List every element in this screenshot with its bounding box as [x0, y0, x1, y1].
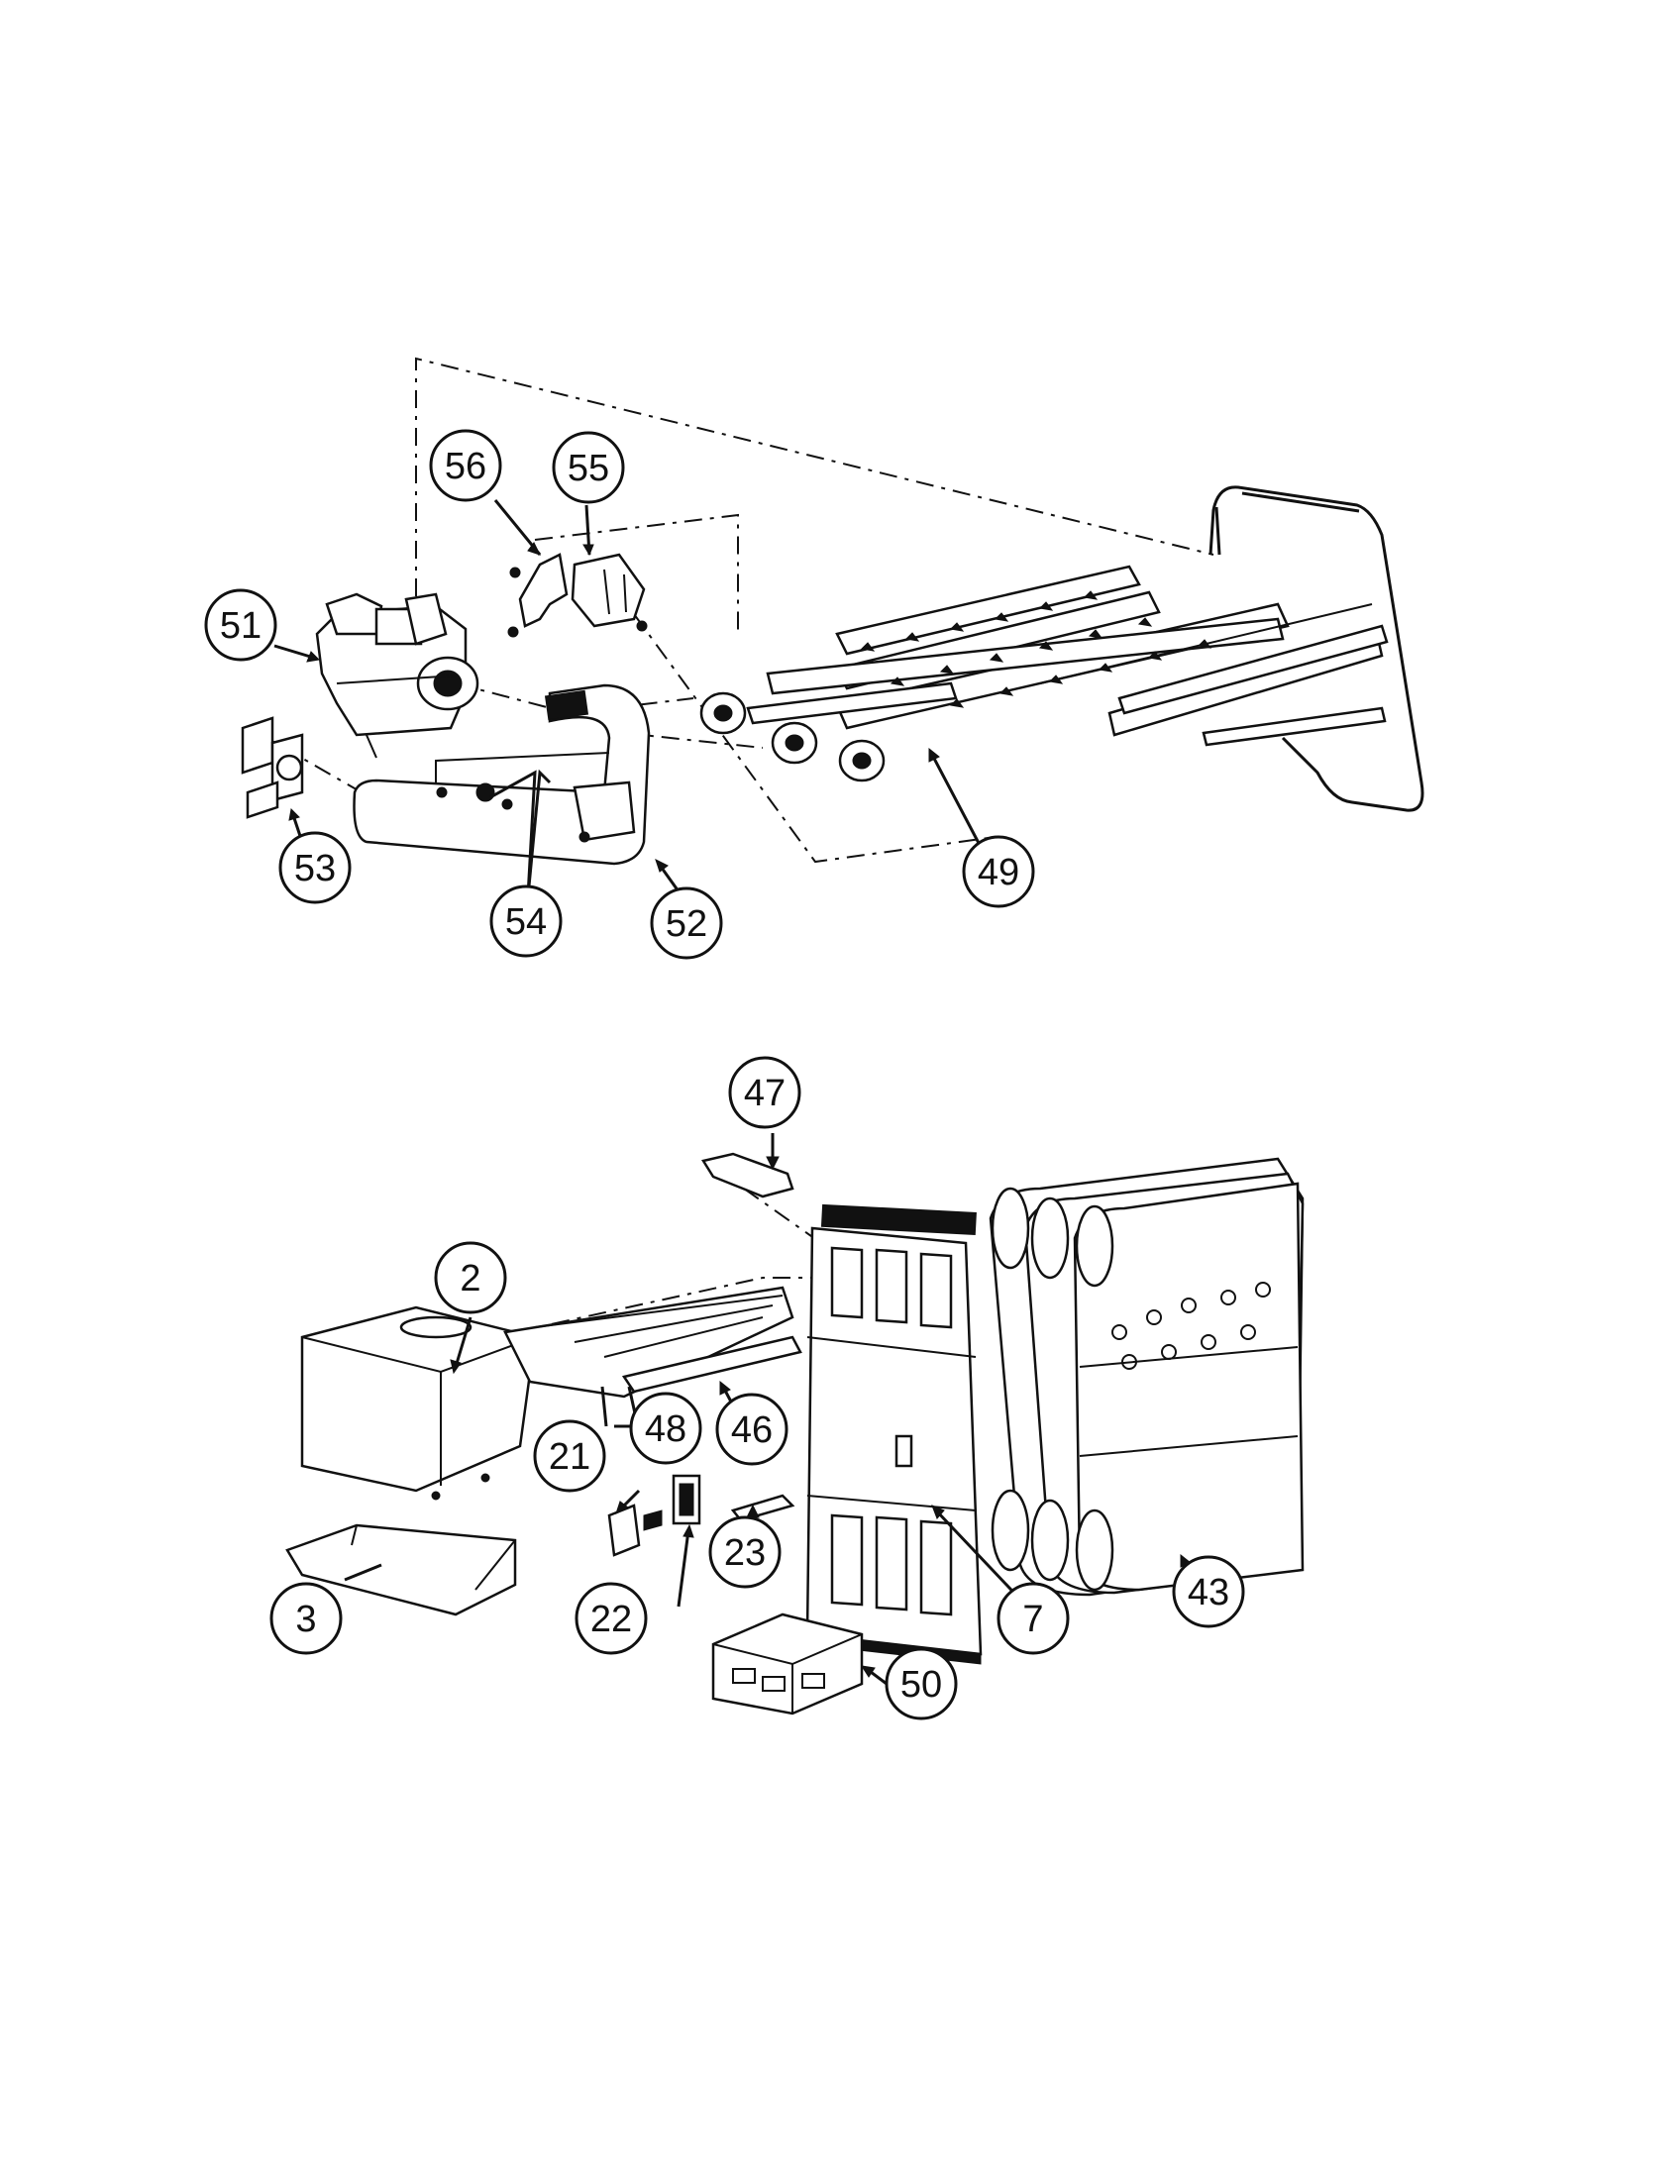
callout-54: 54: [489, 884, 563, 958]
leader-line: [249, 727, 363, 793]
pressure-switch: [571, 553, 648, 632]
callout-22: 22: [575, 1582, 648, 1655]
callout-47: 47: [728, 1056, 801, 1129]
lower-assembly: [285, 1152, 1305, 1716]
svg-text:50: 50: [900, 1664, 942, 1706]
svg-text:2: 2: [460, 1258, 480, 1300]
callout-48: 48: [629, 1392, 702, 1465]
callout-bubbles: 56 55 51 53 54 52 49 47: [204, 429, 1245, 1720]
callout-49: 49: [962, 835, 1035, 908]
bracket: [507, 553, 569, 638]
callout-2: 2: [434, 1241, 507, 1314]
callout-23: 23: [708, 1515, 782, 1589]
svg-text:56: 56: [445, 446, 486, 487]
front-panel: [805, 1203, 983, 1665]
callout-21: 21: [533, 1419, 606, 1493]
svg-text:3: 3: [295, 1599, 316, 1640]
svg-text:53: 53: [294, 848, 336, 889]
svg-text:7: 7: [1022, 1599, 1043, 1640]
svg-text:22: 22: [590, 1599, 632, 1640]
fitting: [241, 716, 304, 819]
svg-text:21: 21: [549, 1436, 590, 1478]
svg-text:47: 47: [744, 1073, 786, 1114]
callout-43: 43: [1172, 1555, 1245, 1628]
svg-text:54: 54: [505, 901, 547, 943]
burner-shield: [711, 1612, 864, 1716]
burner-housing: [503, 1286, 802, 1399]
baffle: [701, 1152, 794, 1198]
leader-line: [415, 357, 1214, 634]
callout-3: 3: [269, 1582, 343, 1655]
gas-valve: [315, 592, 479, 759]
callout-52: 52: [650, 886, 723, 960]
manifold-pipe: [353, 683, 651, 866]
callout-50: 50: [885, 1647, 958, 1720]
svg-text:49: 49: [978, 852, 1019, 893]
svg-text:46: 46: [731, 1409, 773, 1451]
burner-assembly: [699, 565, 1389, 782]
svg-text:51: 51: [220, 605, 262, 647]
sensing-tube: [1208, 485, 1424, 812]
callout-56: 56: [429, 429, 502, 502]
svg-text:23: 23: [724, 1532, 766, 1574]
svg-text:55: 55: [568, 448, 609, 489]
svg-text:48: 48: [645, 1408, 686, 1450]
switch: [607, 1504, 641, 1557]
draft-hood: [300, 1305, 537, 1501]
svg-text:43: 43: [1188, 1572, 1229, 1613]
callout-46: 46: [715, 1393, 788, 1466]
svg-text:52: 52: [666, 903, 707, 945]
heat-exchanger: [989, 1157, 1305, 1597]
callout-55: 55: [552, 431, 625, 504]
callout-53: 53: [278, 831, 352, 904]
leader-line: [633, 613, 997, 864]
upper-assembly: [241, 357, 1424, 866]
callout-7: 7: [997, 1582, 1070, 1655]
leader-line: [623, 732, 764, 749]
callout-51: 51: [204, 588, 277, 662]
leader-line: [534, 513, 739, 634]
